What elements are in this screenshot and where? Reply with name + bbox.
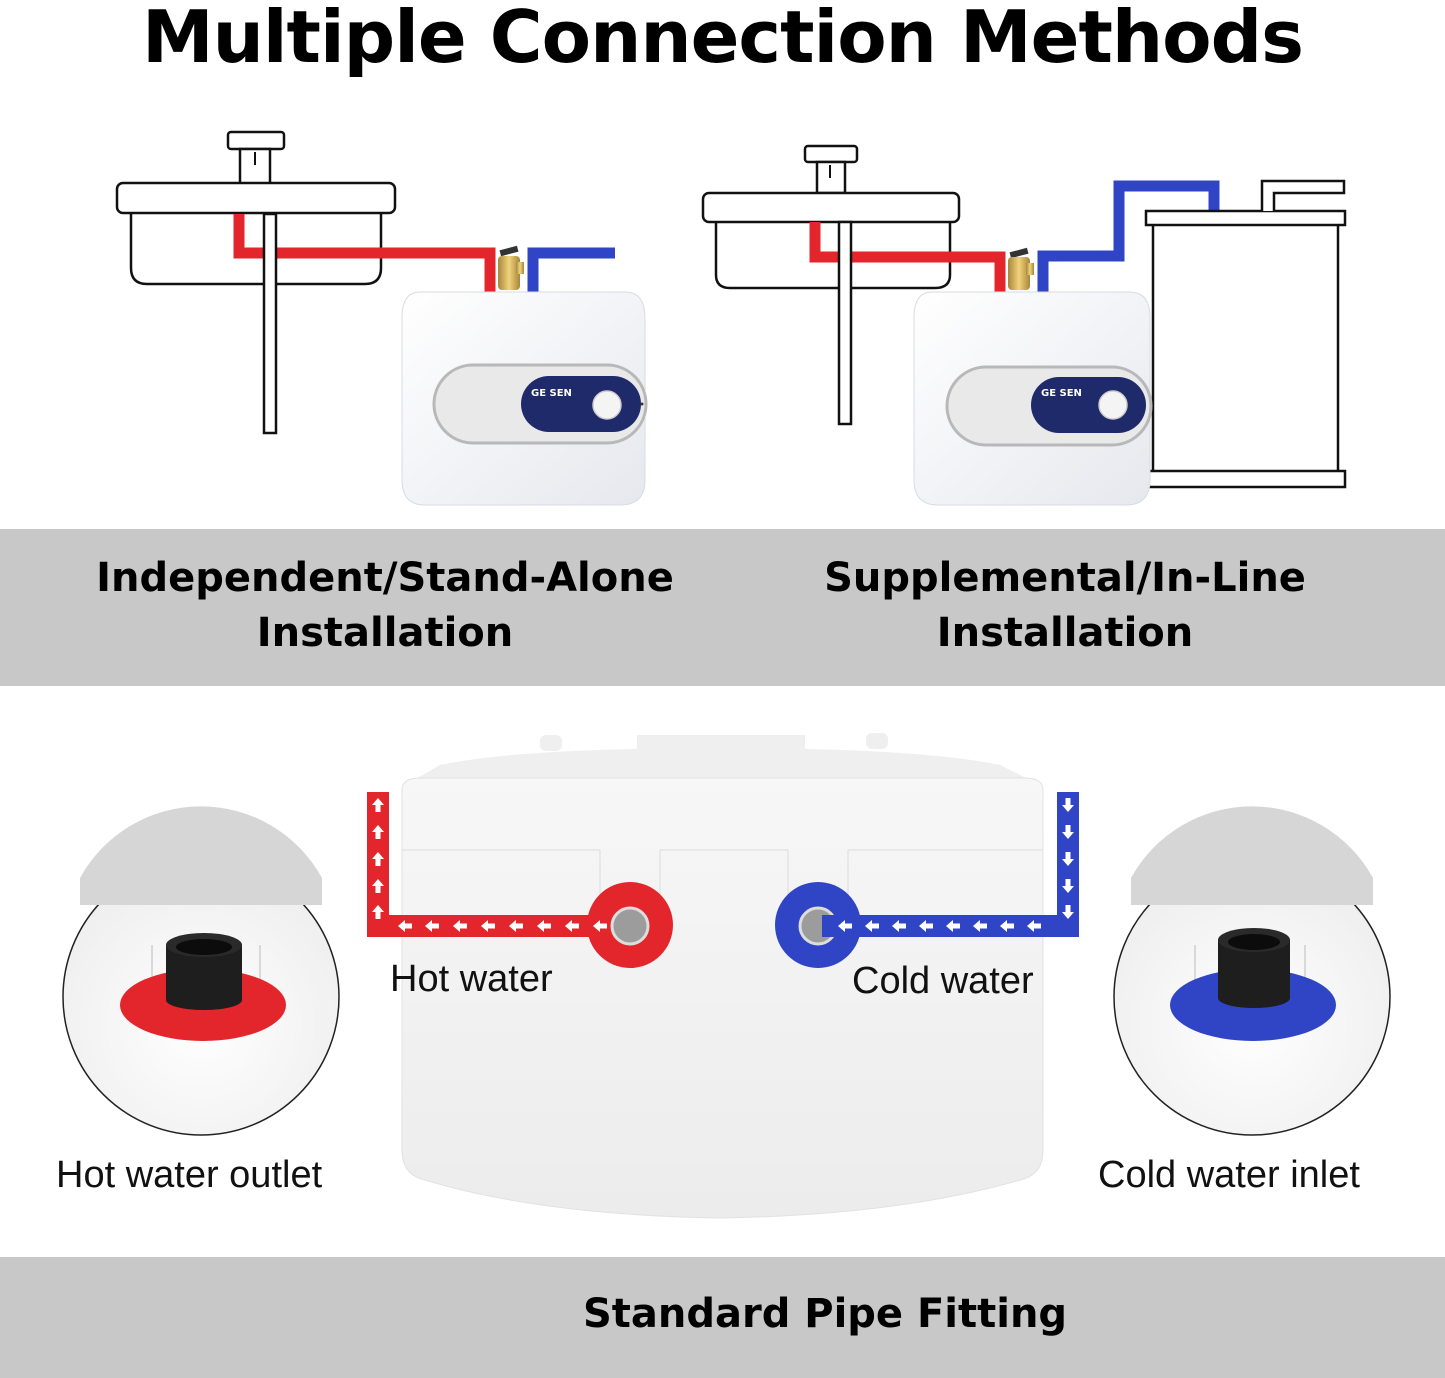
sink-icon bbox=[701, 191, 961, 290]
hot-water-outlet-detail bbox=[62, 806, 340, 1136]
hot-water-outlet-label: Hot water outlet bbox=[56, 1154, 323, 1196]
label-line: Independent/Stand-Alone bbox=[96, 555, 674, 601]
cold-pipe bbox=[527, 247, 615, 295]
pipe-fitting-band bbox=[0, 1257, 1445, 1378]
sink-icon bbox=[115, 181, 397, 286]
faucet-icon bbox=[803, 144, 859, 195]
inline-installation-label: Supplemental/In-Line Installation bbox=[760, 551, 1370, 661]
cold-pipe bbox=[1037, 180, 1220, 292]
cold-water-flow-path bbox=[775, 792, 1079, 968]
main-water-heater-tank-icon bbox=[1144, 179, 1347, 489]
cold-water-label: Cold water bbox=[852, 960, 1034, 1002]
cold-water-inlet-detail bbox=[1113, 806, 1391, 1136]
water-heater-icon: GE SEN bbox=[401, 291, 648, 506]
hot-pipe bbox=[809, 222, 1006, 292]
hot-water-label: Hot water bbox=[390, 958, 553, 1000]
brand-logo: GE SEN bbox=[531, 388, 572, 399]
label-line: Installation bbox=[256, 610, 514, 656]
inline-installation-diagram: GE SEN bbox=[701, 144, 1347, 506]
pipe-fitting-label: Standard Pipe Fitting bbox=[582, 1291, 1068, 1337]
label-line: Installation bbox=[936, 610, 1194, 656]
hot-pipe bbox=[233, 214, 496, 295]
standalone-installation-diagram: GE SEN bbox=[115, 130, 648, 506]
valve-icon bbox=[498, 245, 524, 290]
page-title: Multiple Connection Methods bbox=[141, 0, 1304, 79]
hot-water-flow-path bbox=[367, 792, 673, 968]
brand-logo: GE SEN bbox=[1041, 388, 1082, 399]
drain-pipe bbox=[837, 220, 853, 426]
standalone-installation-label: Independent/Stand-Alone Installation bbox=[60, 551, 710, 661]
water-heater-icon: GE SEN bbox=[913, 291, 1153, 506]
heater-bottom-view bbox=[401, 733, 1044, 1219]
cold-water-inlet-label: Cold water inlet bbox=[1098, 1154, 1360, 1196]
label-line: Supplemental/In-Line bbox=[824, 555, 1306, 601]
installation-types-band bbox=[0, 529, 1445, 686]
drain-pipe bbox=[262, 212, 278, 435]
valve-icon bbox=[1008, 247, 1034, 290]
faucet-icon bbox=[226, 130, 286, 186]
